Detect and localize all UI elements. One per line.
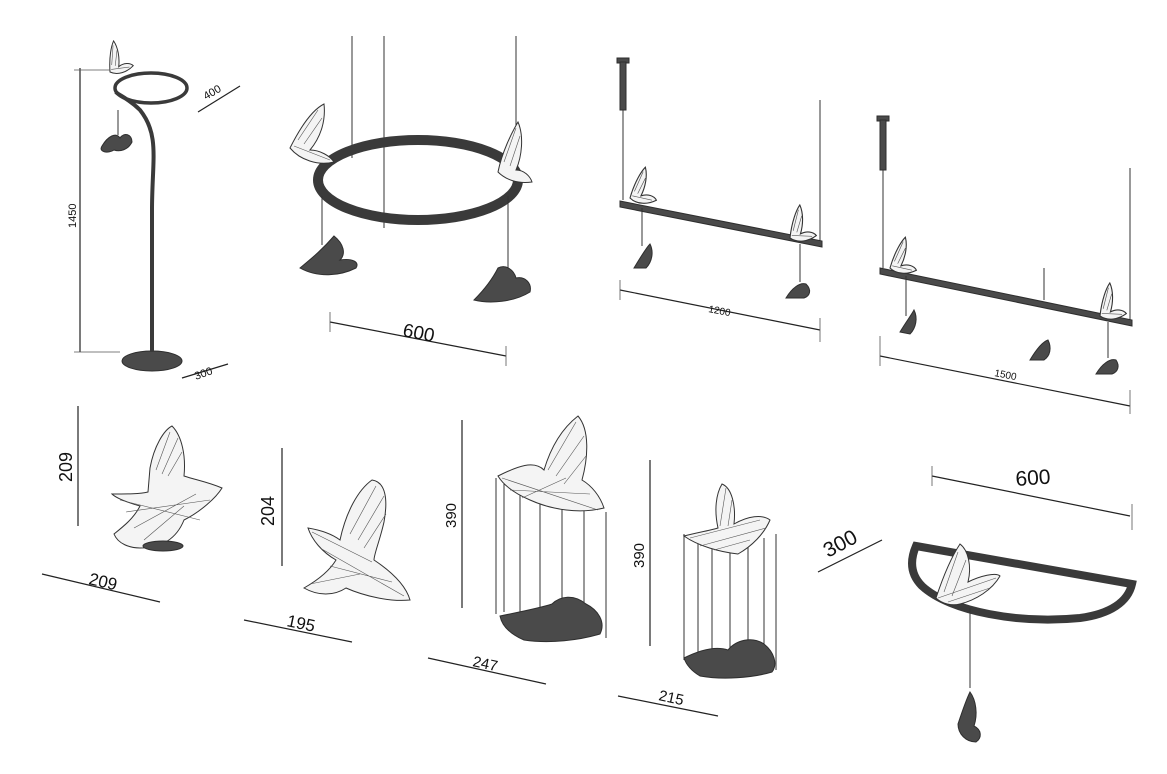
pendant-bird-390-247: 390 247 — [427, 415, 607, 685]
bird1-width-label: 209 — [87, 569, 119, 594]
wall-lamp-depth-label: 300 — [820, 526, 862, 563]
pendant-a-height-label: 390 — [443, 503, 460, 528]
linear-1200-length-label: 1200 — [707, 304, 731, 319]
floor-lamp: 1450 400 300 — [67, 36, 241, 383]
bird-figure-209: 209 209 — [41, 406, 223, 603]
wall-lamp-width-label: 600 — [1015, 466, 1052, 491]
pendant-b-width-label: 215 — [657, 687, 685, 709]
bird2-width-label: 195 — [285, 611, 317, 635]
ring-pendant-diameter-label: 600 — [401, 320, 436, 347]
bird2-height-label: 204 — [258, 496, 278, 526]
bird-figure-204: 204 195 — [243, 448, 411, 643]
pendant-b-height-label: 390 — [631, 543, 648, 568]
linear-pendant-1500: 1500 — [876, 115, 1133, 414]
pendant-a-width-label: 247 — [471, 653, 499, 675]
floor-lamp-base-label: 300 — [193, 365, 214, 383]
floor-lamp-height-label: 1450 — [67, 204, 79, 228]
ring-pendant: 600 — [289, 36, 533, 366]
pendant-bird-390-215: 390 215 — [617, 460, 777, 717]
wall-lamp: 600 300 — [817, 466, 1137, 743]
linear-1500-length-label: 1500 — [993, 368, 1017, 383]
floor-lamp-ring-label: 400 — [202, 83, 224, 103]
bird1-height-label: 209 — [56, 452, 76, 482]
linear-pendant-1200: 1200 — [616, 57, 823, 342]
